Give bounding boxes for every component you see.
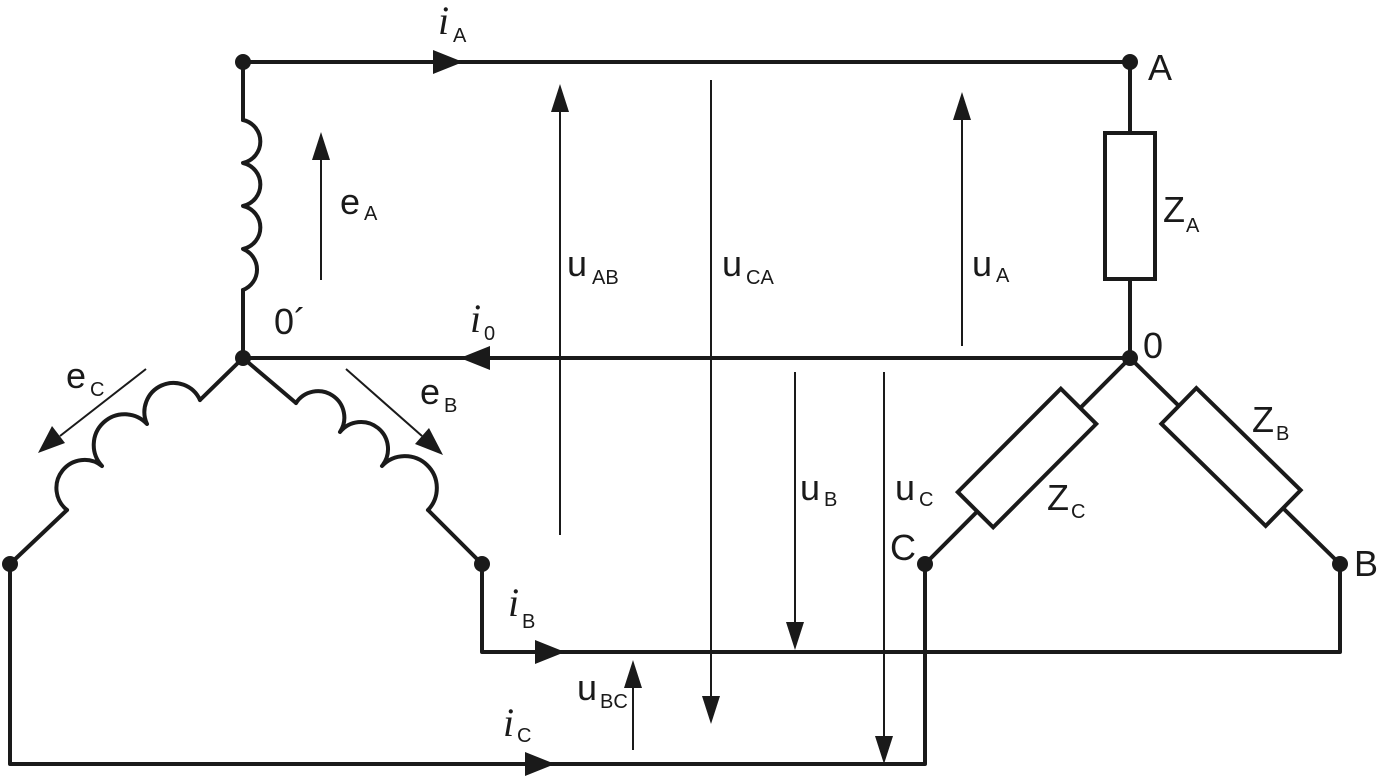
- node-b: [1332, 556, 1348, 572]
- impedance-za: [1103, 131, 1157, 281]
- label-node-0: 0: [1143, 325, 1163, 366]
- label-impedance-za-sub: A: [1186, 215, 1200, 237]
- emf-arrow-eb: [345, 368, 423, 437]
- label-voltage-uc: u: [895, 467, 915, 508]
- generator-coil-b: [294, 389, 439, 512]
- label-voltage-ubc-sub: BC: [600, 691, 628, 713]
- label-emf-ea-sub: A: [364, 203, 378, 225]
- current-arrow-ic: [525, 752, 555, 776]
- generator-coil-a: [241, 118, 263, 292]
- wire-gen-b-outer: [426, 508, 484, 566]
- label-emf-ea: e: [340, 181, 360, 222]
- label-current-ib: i: [508, 580, 519, 625]
- node-c: [917, 556, 933, 572]
- voltage-arrowhead-ub: [786, 622, 804, 650]
- label-voltage-ub-sub: B: [824, 489, 837, 511]
- voltage-arrowhead-ua: [953, 92, 971, 120]
- voltage-arrowhead-uc: [875, 736, 893, 764]
- label-impedance-zc: Z: [1047, 477, 1069, 518]
- label-voltage-uab: u: [567, 243, 587, 284]
- emf-arrow-ec: [59, 368, 147, 437]
- label-emf-ec-sub: C: [90, 379, 104, 401]
- label-current-i0: i: [470, 296, 481, 341]
- label-node-c: C: [890, 527, 916, 568]
- label-voltage-uca: u: [722, 243, 742, 284]
- label-node-a: A: [1148, 47, 1172, 88]
- label-emf-ec: e: [66, 355, 86, 396]
- node-0: [1122, 350, 1138, 366]
- voltage-arrowhead-uab: [551, 84, 569, 112]
- label-voltage-ub: u: [800, 467, 820, 508]
- label-emf-eb: e: [420, 371, 440, 412]
- wire-gen-c-inner: [198, 356, 245, 402]
- voltage-arrowhead-ubc: [624, 660, 642, 688]
- label-impedance-za: Z: [1163, 189, 1185, 230]
- label-current-ic: i: [503, 700, 514, 745]
- wire-line-c: [8, 562, 927, 766]
- node-a: [1122, 54, 1138, 70]
- label-voltage-ua: u: [972, 243, 992, 284]
- label-voltage-ua-sub: A: [996, 265, 1010, 287]
- label-voltage-uab-sub: AB: [592, 267, 619, 289]
- current-arrow-ib: [535, 640, 565, 664]
- emf-arrowhead-ea: [312, 132, 330, 160]
- node-c-generator: [2, 556, 18, 572]
- voltage-arrowhead-uca: [702, 696, 720, 724]
- label-node-0-prime: 0´: [274, 301, 306, 342]
- label-voltage-ubc: u: [577, 667, 597, 708]
- node-a-generator: [235, 54, 251, 70]
- label-current-ib-sub: B: [522, 611, 535, 633]
- emf-arrowhead-ec: [38, 426, 65, 453]
- label-impedance-zc-sub: C: [1071, 501, 1085, 523]
- label-current-ia-sub: A: [453, 25, 467, 47]
- current-arrow-i0: [460, 346, 490, 370]
- label-current-i0-sub: 0: [484, 323, 495, 345]
- current-arrow-ia: [433, 50, 463, 74]
- impedance-zb: [1158, 385, 1304, 529]
- label-impedance-zb: Z: [1252, 399, 1274, 440]
- node-b-generator: [474, 556, 490, 572]
- label-emf-eb-sub: B: [444, 395, 457, 417]
- label-node-b: B: [1354, 543, 1378, 584]
- label-current-ic-sub: C: [517, 725, 531, 747]
- wire-gen-c-outer: [8, 508, 69, 566]
- label-current-ia: i: [438, 0, 449, 43]
- label-impedance-zb-sub: B: [1276, 423, 1289, 445]
- emf-arrowhead-eb: [415, 428, 443, 455]
- label-voltage-uca-sub: CA: [746, 267, 774, 289]
- wire-gen-b-inner: [241, 356, 298, 405]
- impedance-zc: [954, 385, 1100, 531]
- node-0-prime: [235, 350, 251, 366]
- wire-line-b: [480, 562, 1342, 654]
- generator-coil-c: [54, 380, 202, 512]
- label-voltage-uc-sub: C: [919, 489, 933, 511]
